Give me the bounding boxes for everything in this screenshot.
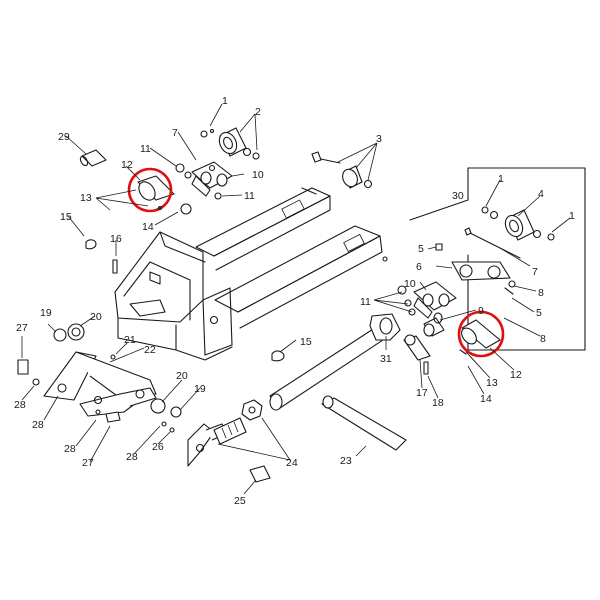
washer-28a xyxy=(32,378,40,386)
label-20b: 20 xyxy=(176,370,188,382)
label-28b: 28 xyxy=(32,419,44,431)
label-12a: 12 xyxy=(121,159,133,171)
pin-16 xyxy=(112,259,118,274)
label-27a: 27 xyxy=(16,322,28,334)
axle-31 xyxy=(269,313,401,411)
label-17: 17 xyxy=(416,387,428,399)
bushing-20b xyxy=(150,398,182,418)
washer-1a xyxy=(200,130,208,138)
label-18: 18 xyxy=(432,397,444,409)
label-12b: 12 xyxy=(510,369,522,381)
handle-23 xyxy=(321,395,407,451)
bracket-10-top xyxy=(175,161,233,200)
label-24: 24 xyxy=(286,457,298,469)
pin-18 xyxy=(423,361,429,375)
pin-25 xyxy=(249,465,271,483)
rod-7 xyxy=(467,231,521,259)
clip-15b xyxy=(271,350,285,362)
pin-13 xyxy=(157,205,163,211)
pin-21 xyxy=(110,354,116,360)
label-29: 29 xyxy=(58,131,70,143)
label-5a: 5 xyxy=(418,243,424,255)
label-19b: 19 xyxy=(194,383,206,395)
pin-27a xyxy=(17,359,29,375)
label-13a: 13 xyxy=(80,192,92,204)
nut-24 xyxy=(241,399,263,421)
label-13b: 13 xyxy=(486,377,498,389)
label-19a: 19 xyxy=(40,307,52,319)
pin-27b xyxy=(95,409,121,423)
label-23: 23 xyxy=(340,455,352,467)
label-6: 6 xyxy=(416,261,422,273)
label-8b: 8 xyxy=(540,333,546,345)
label-1c: 1 xyxy=(569,210,575,222)
label-11a: 11 xyxy=(140,143,151,155)
label-11c: 11 xyxy=(360,296,371,308)
label-3: 3 xyxy=(376,133,382,145)
bushing-19-20a xyxy=(53,323,85,342)
label-15a: 15 xyxy=(60,211,72,223)
label-7a: 7 xyxy=(172,127,178,139)
label-2: 2 xyxy=(255,106,261,118)
highlight-pin-12-left xyxy=(127,167,192,215)
label-14b: 14 xyxy=(480,393,492,405)
label-28d: 28 xyxy=(126,451,138,463)
label-25: 25 xyxy=(234,495,246,507)
highlight-pin-12-right xyxy=(457,310,505,358)
label-15b: 15 xyxy=(300,336,312,348)
label-21: 21 xyxy=(124,334,136,346)
label-10a: 10 xyxy=(252,169,264,181)
linkage-22 xyxy=(43,351,157,417)
leader-lines xyxy=(21,103,571,495)
label-28a: 28 xyxy=(14,399,26,411)
bolt-3 xyxy=(311,151,373,189)
pin-17 xyxy=(403,334,431,361)
label-20a: 20 xyxy=(90,311,102,323)
pin-13b xyxy=(459,349,467,355)
clip xyxy=(209,128,215,134)
highlight-circle-right xyxy=(457,310,505,358)
washer-1a2 xyxy=(252,152,260,160)
label-5b: 5 xyxy=(536,307,542,319)
roller-2 xyxy=(218,127,247,157)
bracket-10-right xyxy=(397,281,457,319)
label-11b: 11 xyxy=(244,190,255,202)
pin-26 xyxy=(169,427,175,433)
fork-frame xyxy=(114,187,388,361)
pin-5b xyxy=(504,287,514,295)
label-30: 30 xyxy=(452,190,464,202)
label-26: 26 xyxy=(152,441,164,453)
clevis-24 xyxy=(187,417,247,467)
label-1b: 1 xyxy=(498,173,504,185)
pin-29 xyxy=(79,149,107,167)
label-10b: 10 xyxy=(404,278,416,290)
bushing-9 xyxy=(423,312,445,337)
label-9: 9 xyxy=(478,305,484,317)
label-8a: 8 xyxy=(538,287,544,299)
label-27b: 27 xyxy=(82,457,94,469)
highlight-circle-left xyxy=(127,167,173,213)
label-1a: 1 xyxy=(222,95,228,107)
pin-8a xyxy=(508,280,516,288)
label-4: 4 xyxy=(538,188,544,200)
label-31: 31 xyxy=(380,353,392,365)
label-28c: 28 xyxy=(64,443,76,455)
bolt-5a xyxy=(435,243,443,251)
washer-2 xyxy=(242,147,252,157)
assembly-box-30 xyxy=(409,167,586,351)
washer-28b xyxy=(161,421,167,427)
label-7b: 7 xyxy=(532,266,538,278)
plate-6 xyxy=(451,261,511,281)
roller-4 xyxy=(481,206,555,241)
label-16: 16 xyxy=(110,233,122,245)
label-22: 22 xyxy=(144,344,156,356)
clip-15 xyxy=(85,239,97,250)
part-number-labels: 1 2 7 3 29 12 11 10 11 13 14 15 16 30 1 … xyxy=(14,95,575,507)
label-14a: 14 xyxy=(142,221,154,233)
